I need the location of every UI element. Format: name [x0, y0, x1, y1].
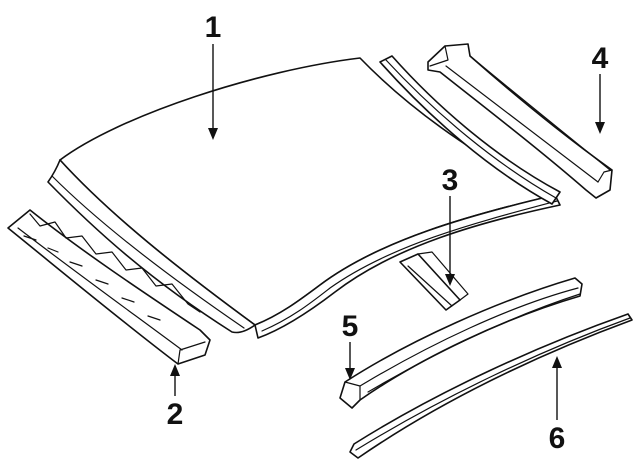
callout-1: 1: [205, 11, 222, 44]
roof-side-rail: [379, 55, 561, 205]
callout-leaders: [170, 44, 605, 420]
callout-3: 3: [442, 164, 459, 197]
leader-arrow-3: [445, 274, 455, 286]
leader-arrow-2: [170, 364, 180, 376]
leader-arrow-1: [208, 128, 218, 140]
callout-labels: 1 2 3 4 5 6: [167, 11, 609, 455]
side-rail-part: [339, 277, 583, 409]
leader-arrow-5: [345, 368, 355, 380]
roof-panel-part: [47, 57, 561, 339]
rear-header-rail-part: [427, 43, 613, 199]
callout-6: 6: [549, 422, 566, 455]
callout-4: 4: [592, 42, 609, 75]
leader-arrow-4: [595, 122, 605, 134]
drip-molding-part: [349, 313, 633, 459]
front-header-rail-part: [7, 209, 211, 365]
callout-5: 5: [342, 310, 359, 343]
callout-2: 2: [167, 398, 184, 431]
leader-arrow-6: [552, 356, 562, 368]
roof-bow-part: [399, 251, 469, 311]
